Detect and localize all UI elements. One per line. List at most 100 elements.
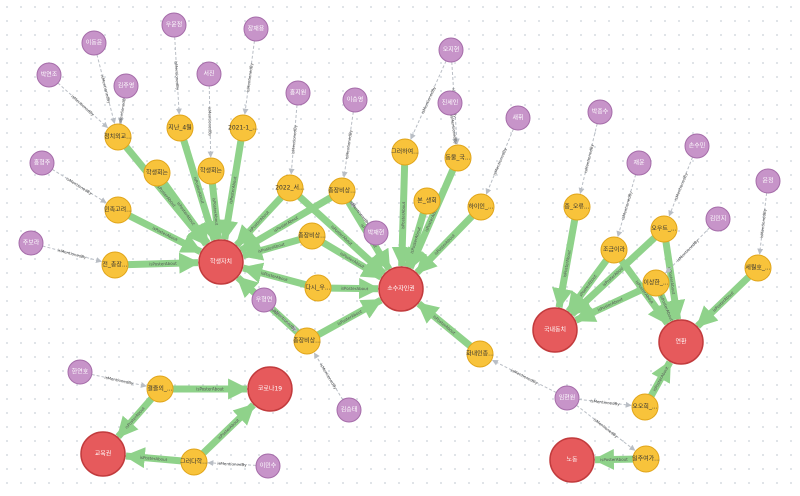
edge-e8-t7[interactable] — [42, 245, 103, 263]
hub-circle[interactable] — [658, 319, 704, 365]
edge-e5-t1[interactable] — [118, 97, 125, 124]
edge-e10-t9[interactable] — [341, 111, 354, 178]
topic-node-민족고려[interactable]: 민족고려... — [104, 196, 132, 224]
entity-circle[interactable] — [29, 150, 55, 176]
entity-node-손수민[interactable]: 손수민 — [684, 133, 710, 159]
edge-t23-h4[interactable] — [648, 360, 673, 398]
edge-e23-t17[interactable] — [491, 359, 557, 394]
edge-e4-t3[interactable] — [242, 40, 255, 115]
entity-node-이민수[interactable]: 이민수 — [255, 453, 281, 479]
entity-circle[interactable] — [363, 220, 389, 246]
entity-circle[interactable] — [18, 230, 44, 256]
entity-circle[interactable] — [705, 206, 731, 232]
edge-t18-h3[interactable] — [552, 219, 579, 310]
entity-circle[interactable] — [113, 73, 139, 99]
topic-node-총장비상[interactable]: 총장비상... — [298, 222, 326, 250]
hub-node-노동[interactable]: 노동 — [549, 437, 595, 483]
entity-circle[interactable] — [342, 87, 368, 113]
edge-e23-t26[interactable] — [576, 404, 636, 451]
edge-e18-t20[interactable] — [668, 156, 694, 217]
edge-t25-h5[interactable] — [200, 402, 256, 456]
topic-node-지난-4월[interactable]: 지난_4월 — [166, 114, 194, 142]
topic-circle[interactable] — [413, 187, 441, 215]
topic-circle[interactable] — [444, 144, 472, 172]
topic-node-오우트[interactable]: 오우트_... — [650, 215, 678, 243]
entity-node-김승태[interactable]: 김승태 — [336, 397, 362, 423]
topic-circle[interactable] — [197, 157, 225, 185]
entity-node-한연호[interactable]: 한연호 — [67, 359, 93, 385]
entity-circle[interactable] — [684, 133, 710, 159]
entity-circle[interactable] — [81, 30, 107, 56]
hub-node-국내동치[interactable]: 국내동치 — [532, 307, 578, 353]
entity-circle[interactable] — [255, 453, 281, 479]
entity-circle[interactable] — [285, 80, 311, 106]
topic-node-동물-국[interactable]: 동물_국... — [444, 144, 472, 172]
topic-circle[interactable] — [631, 393, 659, 421]
edge-t15-h2[interactable] — [402, 212, 427, 269]
edge-e21-t24[interactable] — [91, 374, 147, 388]
topic-node-정치외교[interactable]: 정치외교... — [104, 123, 132, 151]
entity-node-홍지원[interactable]: 홍지원 — [285, 80, 311, 106]
hub-circle[interactable] — [247, 366, 293, 412]
edge-t21-h4[interactable] — [654, 293, 676, 323]
hub-circle[interactable] — [80, 431, 126, 477]
edge-e11-t13[interactable] — [410, 60, 447, 140]
topic-circle[interactable] — [146, 375, 174, 403]
topic-node-본-생회[interactable]: 본_생회 — [413, 187, 441, 215]
entity-node-김민지[interactable]: 김민지 — [705, 206, 731, 232]
entity-circle[interactable] — [505, 105, 531, 131]
topic-circle[interactable] — [563, 193, 591, 221]
entity-circle[interactable] — [243, 16, 269, 42]
edge-t10-h1[interactable] — [241, 236, 301, 261]
hub-circle[interactable] — [549, 437, 595, 483]
entity-node-주보라[interactable]: 주보라 — [18, 230, 44, 256]
topic-circle[interactable] — [101, 251, 129, 279]
edge-t6-h1[interactable] — [128, 212, 203, 255]
entity-node-이동윤[interactable]: 이동윤 — [81, 30, 107, 56]
entity-node-새휘[interactable]: 새휘 — [505, 105, 531, 131]
edge-e23-t23[interactable] — [578, 398, 632, 408]
edge-e9-t8[interactable] — [288, 104, 298, 175]
hub-node-학생자치[interactable]: 학생자치 — [198, 239, 244, 285]
edge-t20-h3[interactable] — [569, 235, 657, 317]
entity-node-장재용[interactable]: 장재용 — [243, 16, 269, 42]
hub-node-교육권[interactable]: 교육권 — [80, 431, 126, 477]
entity-node-재윤[interactable]: 재윤 — [626, 150, 652, 176]
topic-circle[interactable] — [276, 174, 304, 202]
entity-circle[interactable] — [437, 90, 463, 116]
edge-e15-t12[interactable] — [272, 307, 298, 332]
entity-circle[interactable] — [161, 12, 187, 38]
entity-circle[interactable] — [554, 385, 580, 411]
entity-node-윤정[interactable]: 윤정 — [755, 168, 781, 194]
topic-circle[interactable] — [229, 114, 257, 142]
entity-circle[interactable] — [438, 37, 464, 63]
edge-e22-t12[interactable] — [313, 352, 344, 401]
topic-node-총장비상[interactable]: 총장비상... — [328, 177, 356, 205]
topic-node-이상한[interactable]: 이상한_... — [642, 269, 670, 297]
topic-circle[interactable] — [104, 196, 132, 224]
topic-circle[interactable] — [466, 340, 494, 368]
topic-circle[interactable] — [328, 177, 356, 205]
topic-circle[interactable] — [304, 274, 332, 302]
entity-circle[interactable] — [36, 62, 62, 88]
edge-e17-t19[interactable] — [616, 174, 637, 238]
topic-circle[interactable] — [650, 215, 678, 243]
topic-node-오오희[interactable]: 오오희_... — [631, 393, 659, 421]
topic-circle[interactable] — [391, 138, 419, 166]
entity-circle[interactable] — [755, 168, 781, 194]
topic-circle[interactable] — [632, 445, 660, 473]
edge-t24-h6[interactable] — [115, 396, 155, 440]
entity-node-박종수[interactable]: 박종수 — [587, 99, 613, 125]
entity-node-홍형주[interactable]: 홍형주 — [29, 150, 55, 176]
edge-t13-h2[interactable] — [391, 164, 413, 269]
edge-t20-h4[interactable] — [662, 241, 686, 322]
topic-node-화내인종[interactable]: 화내인종... — [466, 340, 494, 368]
edge-t8-h2[interactable] — [297, 194, 387, 277]
edge-t5-h1[interactable] — [205, 183, 227, 242]
topic-node-하이인[interactable]: 하이인_... — [467, 193, 495, 221]
edge-t21-h3[interactable] — [573, 285, 646, 324]
edge-e7-t6[interactable] — [51, 168, 107, 204]
edge-e20-t22[interactable] — [757, 192, 768, 255]
